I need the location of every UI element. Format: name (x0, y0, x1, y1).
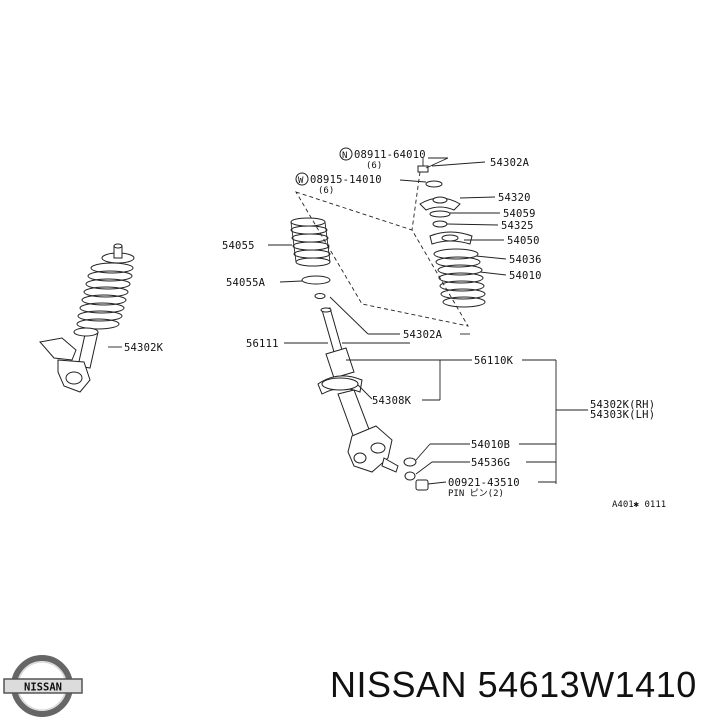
label-54050: 54050 (507, 235, 540, 247)
label-54055A: 54055A (226, 277, 266, 289)
strut-shock-absorber-icon (317, 307, 399, 473)
reference-code: A401✱ 0111 (612, 500, 666, 510)
label-54010: 54010 (509, 270, 542, 282)
label-54302A-mid: 54302A (403, 329, 443, 341)
seal-icon (404, 471, 416, 481)
w-marker-icon (295, 172, 309, 186)
label-08915-qty: (6) (318, 186, 334, 196)
brand-name: NISSAN (330, 664, 468, 705)
n-marker-icon (339, 147, 353, 161)
label-54536G: 54536G (471, 457, 510, 469)
dust-cover-icon (403, 457, 417, 467)
nissan-logo-text: NISSAN (24, 682, 62, 694)
label-pin: PIN ピン(2) (448, 488, 504, 499)
complete-strut-assembly-icon (39, 243, 135, 393)
bolt-icon (415, 479, 429, 491)
label-54320: 54320 (498, 192, 531, 204)
label-54302A-top: 54302A (490, 157, 530, 169)
n-marker-letter: N (342, 151, 347, 161)
label-54303K-lh: 54303K(LH) (590, 409, 655, 421)
insulator-icon (314, 293, 326, 299)
label-54059: 54059 (503, 208, 536, 220)
label-54325: 54325 (501, 220, 534, 232)
w-marker-letter: W (298, 176, 304, 186)
label-08915: 08915-14010 (310, 174, 382, 186)
nissan-logo: NISSAN (0, 642, 88, 720)
bound-bumper-icon (301, 275, 331, 285)
label-54302K-left: 54302K (124, 342, 164, 354)
part-number: 54613W1410 (477, 664, 697, 705)
label-08911: 08911-64010 (354, 149, 426, 161)
label-56110K: 56110K (474, 355, 514, 367)
label-54010B: 54010B (471, 439, 510, 451)
label-54308K: 54308K (372, 395, 412, 407)
label-00921: 00921-43510 (448, 477, 520, 489)
nissan-logo-icon: NISSAN (3, 655, 83, 717)
label-54302K-rh: 54302K(RH) (590, 399, 655, 411)
label-54036: 54036 (509, 254, 542, 266)
bump-boot-icon (290, 217, 331, 267)
upper-mount-parts-icon (417, 158, 486, 308)
assembly-outline (295, 191, 469, 327)
part-title: NISSAN 54613W1410 (330, 664, 720, 706)
label-56111: 56111 (246, 338, 279, 350)
leader-lines (268, 157, 588, 485)
label-08911-qty: (6) (366, 161, 382, 171)
label-54055: 54055 (222, 240, 255, 252)
